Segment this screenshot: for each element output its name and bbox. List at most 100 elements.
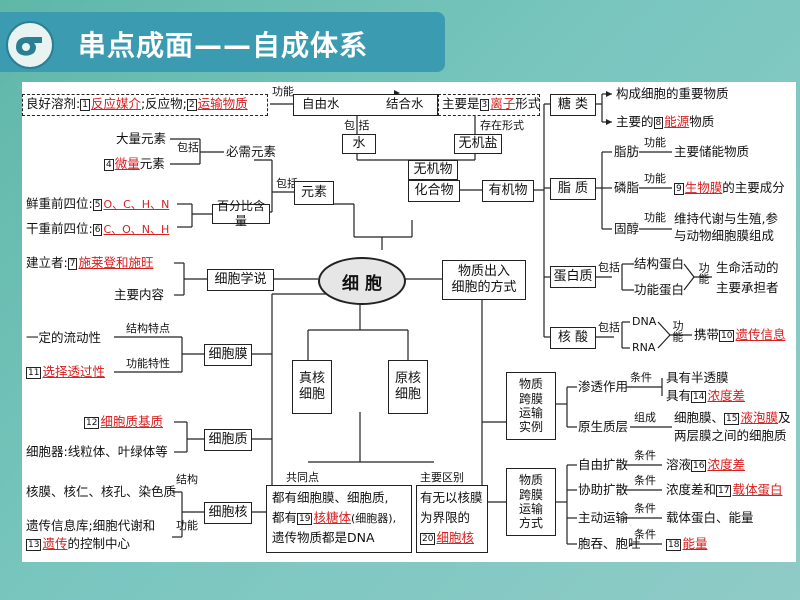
sugar-node: 糖 类: [550, 94, 596, 116]
organelles: 细胞器:线粒体、叶绿体等: [26, 444, 168, 459]
func-label: 功能: [644, 172, 666, 185]
func-prop-label: 功能特性: [126, 357, 170, 370]
bound-water: 结合水: [386, 96, 424, 111]
nucleus-structure: 核膜、核仁、核孔、染色质: [26, 484, 177, 499]
transport-node: 物质出入 细胞的方式: [442, 260, 526, 300]
facilitated-diffusion: 协助扩散: [578, 482, 629, 497]
rna: RNA: [632, 341, 656, 354]
func-label: 功能: [176, 519, 198, 532]
common-box: [266, 485, 412, 553]
lipid-node: 脂 质: [550, 178, 596, 200]
transport-example-node: 物质 跨膜 运输 实例: [506, 372, 556, 440]
includes-label-2: 包括: [276, 177, 298, 190]
common-label: 共同点: [286, 471, 319, 484]
whistle-icon: [16, 37, 42, 56]
dna: DNA: [632, 315, 657, 328]
diff-label: 主要区别: [420, 471, 464, 484]
compose-label: 组成: [634, 411, 656, 424]
title-bar: 串点成面——自成体系: [0, 12, 445, 72]
protein-fn-2: 主要承担者: [716, 280, 779, 295]
diff-2: 为界限的: [420, 510, 471, 525]
condition-label: 条件: [634, 502, 656, 515]
compound-node: 化合物: [408, 180, 460, 202]
protoplasm-layer: 原生质层: [578, 419, 629, 434]
condition-label: 条件: [634, 449, 656, 462]
func-label: 功能: [644, 136, 666, 149]
nucleus-node: 细胞核: [204, 502, 252, 524]
fat: 脂肪: [614, 144, 640, 159]
prokaryote-node: 原核 细胞: [388, 360, 428, 414]
func-label: 功能: [644, 211, 666, 224]
fluidity: 一定的流动性: [26, 330, 102, 345]
struct-label: 结构特点: [126, 322, 170, 335]
structural-protein: 结构蛋白: [634, 256, 685, 271]
connector-lines: [114, 90, 712, 545]
nucleic-acid-node: 核 酸: [550, 327, 596, 349]
layer-2: 两层膜之间的细胞质: [674, 428, 787, 443]
percent-node: 百分比含量: [212, 199, 270, 228]
salt-exists: 存在形式: [480, 119, 524, 132]
cell-theory-node: 细胞学说: [207, 269, 274, 291]
membrane-node: 细胞膜: [204, 344, 252, 366]
functional-protein: 功能蛋白: [634, 282, 685, 297]
protein-fn-1: 生命活动的: [716, 260, 779, 275]
element-node: 元素: [294, 181, 334, 205]
phospholipid: 磷脂: [614, 180, 640, 195]
free-diffusion: 自由扩散: [578, 457, 629, 472]
sterol-fn-1: 维持代谢与生殖,参: [674, 211, 778, 226]
includes-label: 包括: [177, 141, 199, 154]
water-func-label: 功能: [272, 85, 294, 98]
func-label: 功能: [671, 320, 684, 342]
salt-node: 无机盐: [454, 134, 502, 154]
macro-elements: 大量元素: [116, 131, 167, 146]
page-title: 串点成面——自成体系: [78, 29, 369, 62]
common-1: 都有细胞膜、细胞质,: [272, 490, 389, 505]
water-functions-box: [22, 94, 268, 116]
cell-center: 细 胞: [318, 257, 406, 305]
includes-label: 包括: [598, 261, 620, 274]
sterol: 固醇: [614, 221, 640, 236]
water-node: 水: [342, 134, 376, 154]
transport-mode-node: 物质 跨膜 运输 方式: [506, 468, 556, 536]
common-3: 遗传物质都是DNA: [272, 530, 375, 545]
diff-1: 有无以核膜: [420, 490, 483, 505]
organic-node: 有机物: [482, 180, 534, 202]
sterol-fn-2: 与动物细胞膜组成: [674, 228, 775, 243]
endo-exocytosis: 胞吞、胞吐: [578, 536, 641, 551]
includes-label: 包括: [598, 321, 620, 334]
struct-label: 结构: [176, 473, 198, 486]
title-icon: [6, 21, 54, 69]
cytoplasm-node: 细胞质: [204, 429, 252, 451]
protein-node: 蛋白质: [550, 266, 596, 288]
osmosis: 渗透作用: [578, 379, 629, 394]
active-transport: 主动运输: [578, 510, 629, 525]
inorganic-node: 无机物: [408, 160, 458, 180]
semi-permeable: 具有半透膜: [666, 370, 729, 385]
eukaryote-node: 真核 细胞: [292, 360, 332, 414]
active-cond: 载体蛋白、能量: [666, 510, 754, 525]
condition-label: 条件: [630, 371, 652, 384]
difference-box: [416, 485, 488, 553]
water-forms-box: [293, 94, 438, 116]
condition-label: 条件: [634, 528, 656, 541]
nucleus-info: 遗传信息库;细胞代谢和: [26, 518, 156, 533]
func-label: 功能: [697, 262, 710, 284]
